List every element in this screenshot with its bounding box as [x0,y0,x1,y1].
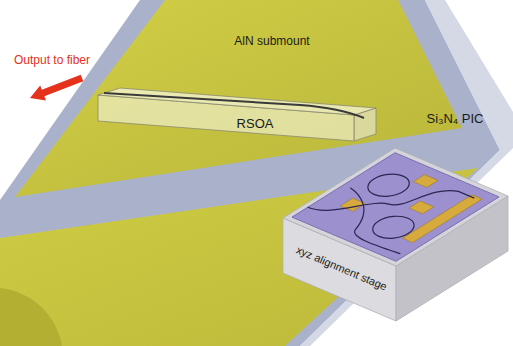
pic-chip: Si₃N₄ PIC [424,106,487,127]
alignment-stage [283,148,508,321]
output-label: Output to fiber [14,54,90,68]
chip-label: RSOA [237,117,274,132]
submount-label: AlN submount [234,35,309,49]
chip-label: Si₃N₄ PIC [427,112,484,127]
rsoa-chip: RSOA [234,111,277,132]
pad-arc [0,288,62,346]
submount-region: AlN submountRSOA [231,28,313,48]
output-arrow [30,75,83,101]
pic-chip-surface [292,153,499,262]
rsoa-chip-body [98,88,376,141]
stage-label: xyz alignment stage [295,243,389,293]
